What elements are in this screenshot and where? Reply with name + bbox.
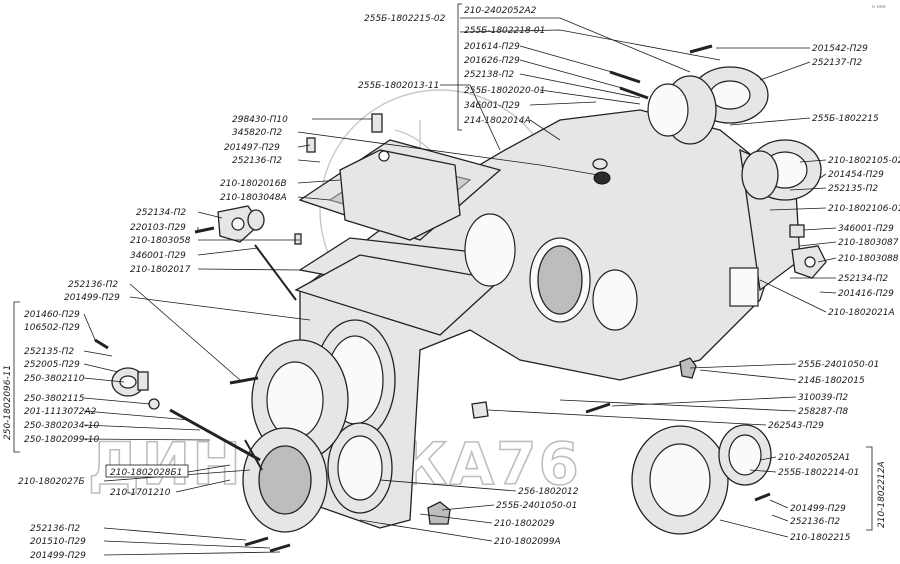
part-label: 255Б-1802215-02 — [364, 14, 446, 24]
labels-right: 201542-П29 252137-П2 255Б-1802215 210-18… — [768, 44, 900, 543]
labels-bottom: 256-1802012 255Б-2401050-01 210-1802029 … — [494, 487, 579, 547]
part-label: 252136-П2 — [232, 156, 282, 166]
part-label: 201614-П29 — [464, 42, 520, 52]
part-label: 201499-П29 — [30, 551, 86, 561]
gearbox-housing — [169, 109, 801, 533]
part-label: 258287-П8 — [798, 407, 848, 417]
part-label: 201497-П29 — [224, 143, 280, 153]
part-label: 214-1802014А — [464, 116, 531, 126]
assembly-label-right: 210-1802212А — [877, 461, 887, 528]
part-label: 346001-П29 — [130, 251, 186, 261]
part-label: 210-2402052А1 — [778, 453, 850, 463]
part-label: 220103-П29 — [130, 223, 186, 233]
part-label: 252136-П2 — [68, 280, 118, 290]
part-label: 210-1803058 — [130, 236, 191, 246]
part-label: 201499-П29 — [790, 504, 846, 514]
part-label: 201542-П29 — [812, 44, 868, 54]
part-label: 210-1802215 — [790, 533, 851, 543]
labels-top: 255Б-1802215-02 210-2402052А2 255Б-18022… — [358, 6, 545, 126]
part-label: 106502-П29 — [24, 323, 80, 333]
labels-left: 298430-П10 345820-П2 201497-П29 252136-П… — [3, 115, 288, 561]
part-label: 210-1803087 — [838, 238, 899, 248]
part-label: 214Б-1802015 — [798, 376, 865, 386]
part-label: 252135-П2 — [24, 347, 74, 357]
part-label: 210-1803088 — [838, 254, 899, 264]
part-label: 252137-П2 — [812, 58, 862, 68]
part-label: 210-1802016В — [220, 179, 287, 189]
part-label: 201626-П29 — [464, 56, 520, 66]
part-label: 210-1802021А — [828, 308, 895, 318]
part-label: 201-1113072А2 — [24, 407, 97, 417]
part-label: 201460-П29 — [24, 310, 80, 320]
part-label: 250-1802099-10 — [24, 435, 99, 445]
part-label: 252138-П2 — [464, 70, 514, 80]
small-parts — [94, 44, 827, 553]
part-label: 210-1802106-01 — [828, 204, 900, 214]
part-label: 210-1802029 — [494, 519, 555, 529]
part-label: 252005-П29 — [24, 360, 80, 370]
part-label: 310039-П2 — [798, 393, 848, 403]
part-label: 346001-П29 — [838, 224, 894, 234]
part-label: 262543-П29 — [768, 421, 824, 431]
part-label: 345820-П2 — [232, 128, 282, 138]
part-label: 252134-П2 — [838, 274, 888, 284]
part-label: 252136-П2 — [30, 524, 80, 534]
part-label: 210-1701210 — [110, 488, 171, 498]
part-label: 210-1802099А — [494, 537, 561, 547]
part-label: 210-2402052А2 — [464, 6, 537, 16]
part-label: 201499-П29 — [64, 293, 120, 303]
leader-lines — [13, 3, 873, 556]
part-label: 252136-П2 — [790, 517, 840, 527]
part-label: 210-1802017 — [130, 265, 191, 275]
part-label: 250-3802115 — [24, 394, 85, 404]
part-label: 256-1802012 — [518, 487, 579, 497]
part-label: 201510-П29 — [30, 537, 86, 547]
part-label: 210-1802105-02 — [828, 156, 900, 166]
part-label: 298430-П10 — [232, 115, 288, 125]
part-label: 255Б-1802218-01 — [464, 26, 545, 36]
part-label: 252134-П2 — [136, 208, 186, 218]
part-label: 255Б-2401050-01 — [496, 501, 577, 511]
assembly-label-left: 250-1802096-11 — [3, 365, 13, 440]
part-label: 250-3802110 — [24, 374, 85, 384]
corner-mark: ᵘ ᵒᵒᵒ — [872, 4, 886, 12]
part-label: 346001-П29 — [464, 101, 520, 111]
part-label: 255Б-2401050-01 — [798, 360, 879, 370]
part-label: 201454-П29 — [828, 170, 884, 180]
part-label: 210-1802028Б1 — [110, 468, 182, 478]
part-label: 252135-П2 — [828, 184, 878, 194]
part-label: 210-1803048А — [220, 193, 287, 203]
part-label: 250-3802034-10 — [24, 421, 99, 431]
part-label: 255Б-1802214-01 — [778, 468, 859, 478]
part-label: 201416-П29 — [838, 289, 894, 299]
part-label: 255Б-1802013-11 — [358, 81, 439, 91]
part-label: 210-1802027Б — [18, 477, 85, 487]
part-label: 255Б-1802215 — [812, 114, 879, 124]
part-label: 255Б-1802020-01 — [464, 86, 545, 96]
